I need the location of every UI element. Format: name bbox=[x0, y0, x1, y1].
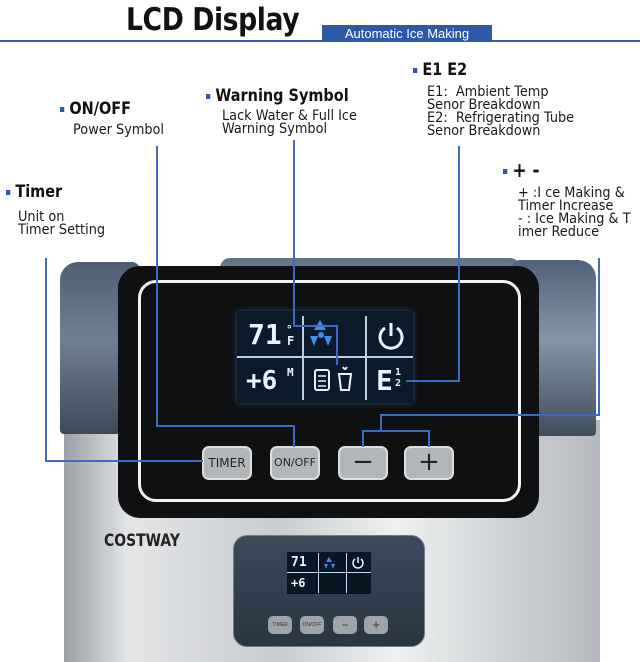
water-ice-warning-icon bbox=[314, 366, 353, 391]
warning-leader-line bbox=[293, 325, 338, 327]
mini-onoff-button[interactable]: ON/OFF bbox=[300, 616, 324, 634]
onoff-button[interactable]: ON/OFF bbox=[270, 446, 320, 480]
bullet-square-icon bbox=[6, 189, 11, 195]
timer-button[interactable]: TIMER bbox=[202, 446, 252, 480]
e1e2-description: E1: Ambient Temp Senor Breakdown E2: Ref… bbox=[427, 84, 575, 139]
onoff-leader-line bbox=[293, 425, 295, 447]
lcd-divider-vertical bbox=[302, 316, 304, 400]
bullet-square-icon bbox=[413, 67, 418, 73]
lcd-error-letter: E bbox=[376, 364, 393, 397]
onoff-description: Power Symbol bbox=[73, 122, 165, 138]
mini-lcd-divider bbox=[346, 553, 347, 593]
plus-button[interactable]: + bbox=[404, 446, 454, 480]
onoff-heading: ON/OFF bbox=[60, 99, 131, 119]
mini-lcd-divider bbox=[287, 572, 371, 573]
onoff-leader-line bbox=[156, 146, 158, 427]
warning-leader-line bbox=[293, 140, 295, 326]
timer-description: Unit on Timer Setting bbox=[18, 209, 106, 238]
mini-minus-button[interactable]: − bbox=[333, 616, 357, 634]
bullet-square-icon bbox=[60, 106, 65, 112]
bullet-square-icon bbox=[503, 169, 508, 174]
page-title: LCD Display bbox=[126, 2, 300, 38]
plusminus-heading: + - bbox=[503, 158, 540, 182]
e1e2-heading: E1 E2 bbox=[413, 60, 467, 80]
plusminus-leader-line bbox=[428, 430, 430, 447]
e1e2-leader-line bbox=[406, 380, 460, 382]
mini-timer-button[interactable]: TIMER bbox=[268, 616, 292, 634]
brand-logo: COSTWAY bbox=[104, 531, 180, 551]
lcd-timer-unit: M bbox=[287, 366, 294, 379]
warning-description: Lack Water & Full Ice Warning Symbol bbox=[222, 108, 357, 137]
lcd-timer-value: +6 bbox=[246, 366, 278, 396]
e1e2-leader-line bbox=[458, 146, 460, 382]
plusminus-leader-line bbox=[362, 430, 430, 432]
timer-leader-line bbox=[45, 258, 47, 462]
lcd-temp-unit: F bbox=[287, 334, 295, 348]
header-rule bbox=[0, 40, 640, 42]
lcd-error-codes: 1 2 bbox=[395, 367, 402, 389]
mini-snowflake-icon bbox=[324, 557, 335, 569]
plusminus-leader-line bbox=[598, 258, 600, 416]
plusminus-leader-line bbox=[362, 430, 364, 447]
mini-lcd-timer: +6 bbox=[291, 576, 306, 590]
onoff-leader-line bbox=[156, 425, 295, 427]
lcd-divider-horizontal bbox=[237, 356, 413, 358]
plusminus-leader-line bbox=[380, 414, 600, 416]
timer-leader-line bbox=[45, 460, 203, 462]
control-panel-frame bbox=[138, 280, 521, 502]
warning-heading: Warning Symbol bbox=[206, 86, 349, 106]
mini-power-icon bbox=[352, 557, 364, 569]
bullet-square-icon bbox=[206, 93, 211, 99]
lcd-temp-degree: ° bbox=[286, 323, 293, 336]
subtitle-badge: Automatic Ice Making bbox=[322, 25, 492, 42]
mini-plus-button[interactable]: + bbox=[364, 616, 388, 634]
plusminus-description: + :I ce Making & Timer Increase - : Ice … bbox=[518, 185, 631, 240]
plusminus-leader-line bbox=[380, 414, 382, 432]
mini-lcd-temperature: 71 bbox=[291, 555, 307, 570]
lcd-temperature: 71 bbox=[248, 318, 282, 351]
minus-button[interactable]: − bbox=[338, 446, 388, 480]
timer-heading: Timer bbox=[6, 182, 62, 202]
warning-leader-line bbox=[336, 325, 338, 365]
lcd-divider-vertical bbox=[365, 316, 367, 400]
snowflake-icon bbox=[310, 320, 332, 346]
mini-lcd-divider bbox=[318, 553, 319, 593]
power-icon bbox=[378, 323, 404, 350]
